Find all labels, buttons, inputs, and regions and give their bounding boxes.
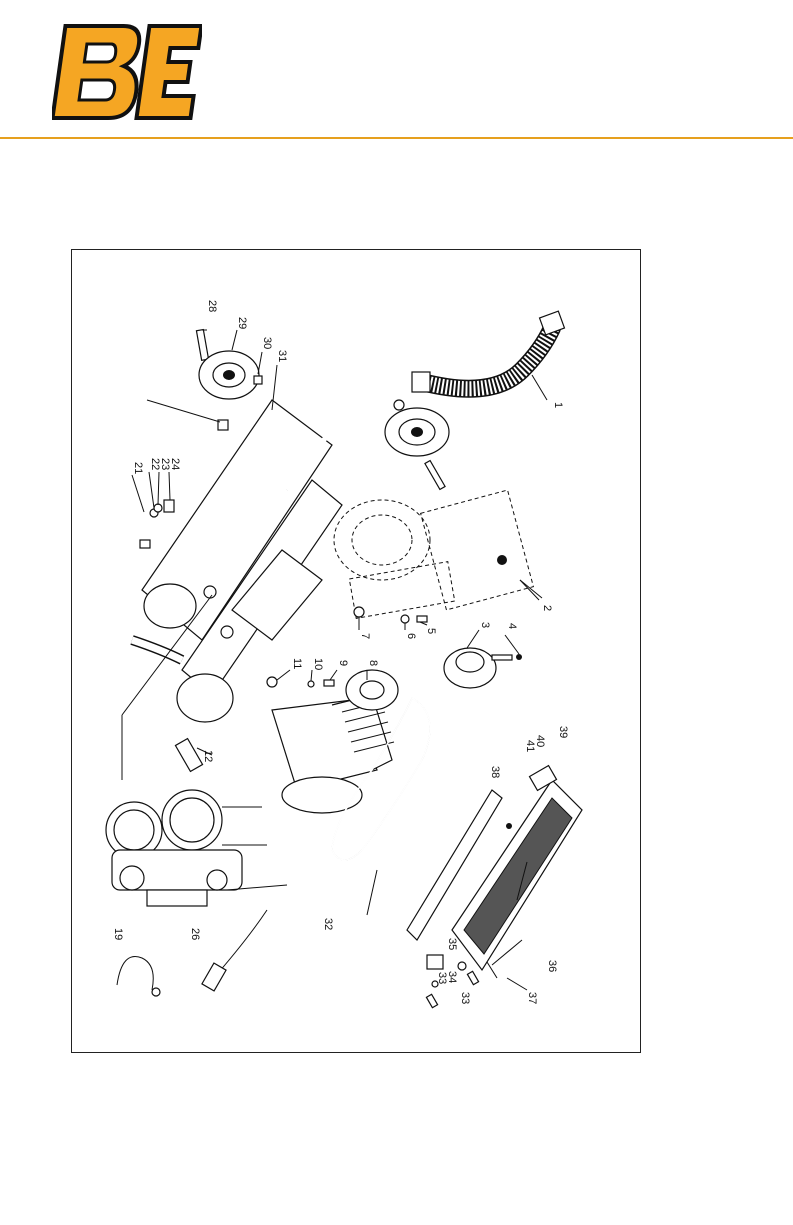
label-19: 19 — [112, 928, 124, 940]
part-hose — [412, 311, 564, 392]
label-32: 32 — [322, 918, 334, 930]
label-2: 2 — [541, 605, 553, 611]
label-29: 29 — [236, 317, 248, 329]
label-6: 6 — [405, 633, 417, 639]
label-41: 41 — [524, 740, 536, 752]
label-34: 34 — [446, 971, 458, 983]
part-engine-pulley — [444, 648, 522, 688]
parts-diagram: 1 2 3 4 5 6 7 8 9 10 11 12 19 21 22 23 2… — [72, 250, 640, 1052]
label-28: 28 — [206, 300, 218, 312]
header-divider — [0, 137, 793, 139]
label-8: 8 — [367, 660, 379, 666]
label-7: 7 — [359, 633, 371, 639]
label-36: 36 — [546, 960, 558, 972]
label-1: 1 — [552, 402, 564, 408]
label-5: 5 — [425, 628, 437, 634]
label-30: 30 — [261, 337, 273, 349]
part-pump — [272, 670, 398, 813]
label-35: 35 — [446, 938, 458, 950]
label-37: 37 — [526, 992, 538, 1004]
label-31: 31 — [276, 350, 288, 362]
label-38: 38 — [489, 766, 501, 778]
label-39: 39 — [557, 726, 569, 738]
part-bolts-engine — [354, 607, 427, 623]
label-24: 24 — [169, 458, 181, 470]
label-4: 4 — [506, 623, 518, 629]
part-pulley-right — [385, 400, 449, 489]
brand-logo — [52, 22, 202, 124]
part-pulley-upper — [196, 330, 262, 399]
label-26: 26 — [189, 928, 201, 940]
part-tank-frame — [132, 400, 367, 722]
label-12: 12 — [202, 750, 214, 762]
label-10: 10 — [312, 658, 324, 670]
part-bolts-pump — [267, 677, 334, 687]
part-belt-guard — [407, 766, 582, 970]
label-21: 21 — [132, 462, 144, 474]
label-3: 3 — [479, 622, 491, 628]
part-26-cable — [202, 910, 267, 991]
part-19-hose — [117, 957, 160, 996]
label-33-right: 33 — [459, 992, 471, 1004]
label-9: 9 — [337, 660, 349, 666]
label-11: 11 — [291, 658, 303, 669]
parts-diagram-frame: 1 2 3 4 5 6 7 8 9 10 11 12 19 21 22 23 2… — [71, 249, 641, 1053]
part-12-grip — [175, 739, 202, 772]
part-engine — [334, 490, 542, 618]
